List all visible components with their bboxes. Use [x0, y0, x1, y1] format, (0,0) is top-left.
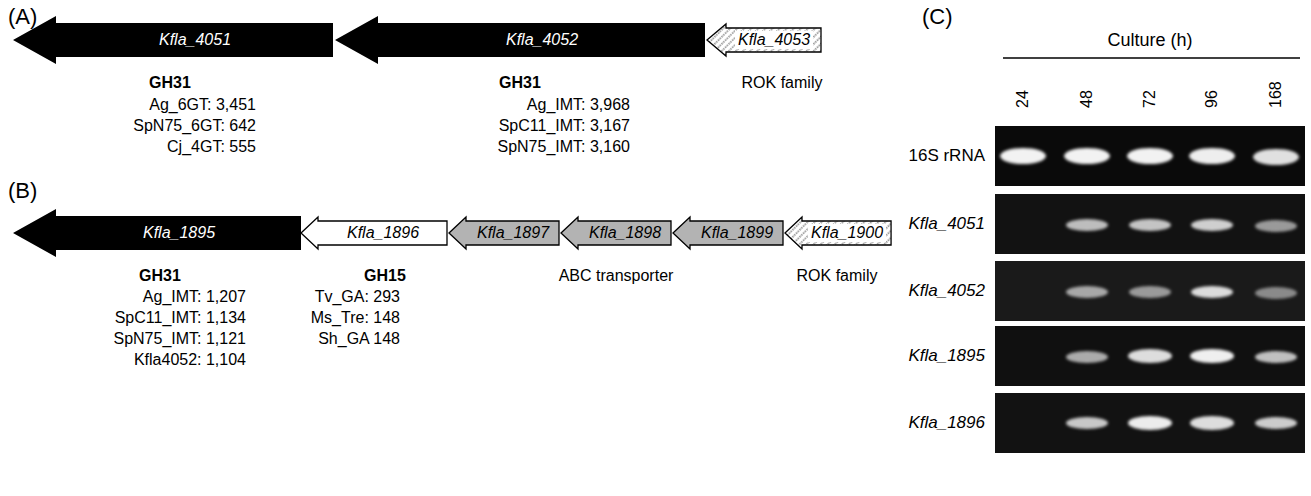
gel-band [1066, 286, 1108, 298]
homology-score: SpN75_IMT: 3,160 [497, 138, 630, 156]
arrow-shape [13, 209, 301, 257]
gene-arrow: Kfla_1898 [560, 216, 672, 250]
arrow-shape [301, 217, 447, 249]
gene-label: Kfla_1895 [143, 224, 215, 242]
panel-label: (C) [922, 4, 953, 29]
gel-band [1066, 351, 1108, 363]
domain-family: GH15 [364, 267, 406, 285]
panel-label: (A) [8, 4, 37, 29]
axis-bracket [1003, 57, 1300, 59]
gel-band [1190, 349, 1234, 363]
gene-arrow: Kfla_1900 [784, 216, 892, 250]
gel-band [1066, 219, 1108, 231]
gene-arrow: Kfla_1896 [300, 216, 448, 250]
homology-score: Ms_Tre: 148 [311, 309, 400, 327]
domain-family: GH31 [499, 74, 541, 92]
gel-band [1129, 219, 1171, 231]
row-label: Kfla_1895 [908, 346, 985, 366]
panel-label: (B) [8, 178, 37, 203]
homology-score: Cj_4GT: 555 [167, 138, 256, 156]
gel-band [1190, 416, 1234, 430]
homology-score: Ag_6GT: 3,451 [149, 96, 256, 114]
arrow-shape [673, 217, 783, 249]
gel-band [1255, 220, 1297, 232]
arrow-shape [707, 24, 821, 56]
homology-score: SpC11_IMT: 1,134 [115, 309, 246, 327]
domain-family: GH31 [149, 74, 191, 92]
time-label: 48 [1078, 90, 1096, 108]
gel-band [1255, 417, 1297, 429]
gene-label: Kfla_1899 [701, 224, 773, 242]
arrow-shape [785, 217, 891, 249]
gene-arrow: Kfla_1899 [672, 216, 784, 250]
row-label: 16S rRNA [908, 146, 985, 166]
homology-score: Sh_GA 148 [318, 330, 400, 348]
gene-annotation: ABC transporter [559, 267, 674, 285]
gel-strip [995, 261, 1305, 321]
gel-band [1000, 148, 1046, 164]
gel-strip [995, 326, 1305, 386]
homology-score: SpN75_IMT: 1,121 [113, 330, 246, 348]
arrow-shape [561, 217, 671, 249]
gene-label: Kfla_4052 [506, 31, 578, 49]
homology-score: SpN75_6GT: 642 [133, 117, 256, 135]
arrow-shape [449, 217, 559, 249]
homology-score: Ag_IMT: 3,968 [527, 96, 630, 114]
time-label: 168 [1267, 81, 1285, 108]
row-label: Kfla_4051 [908, 214, 985, 234]
gel-band [1191, 219, 1233, 231]
gene-arrow: Kfla_1897 [448, 216, 560, 250]
gel-band [1064, 148, 1110, 164]
homology-score: SpC11_IMT: 3,167 [499, 117, 630, 135]
gel-strip [995, 126, 1305, 186]
gel-band [1129, 286, 1171, 298]
gel-band [1127, 148, 1173, 164]
gene-arrow: Kfla_1895 [12, 208, 302, 258]
gel-strip [995, 194, 1305, 254]
time-label: 24 [1014, 90, 1032, 108]
gene-label: Kfla_1896 [347, 224, 419, 242]
time-label: 72 [1141, 90, 1159, 108]
gel-band [1253, 149, 1299, 165]
gel-band [1255, 287, 1297, 299]
gel-band [1128, 416, 1172, 430]
row-label: Kfla_4052 [908, 281, 985, 301]
arrow-shape [13, 16, 333, 64]
gel-band [1255, 351, 1297, 363]
gene-label: Kfla_4051 [159, 31, 231, 49]
gene-arrow: Kfla_4053 [706, 23, 822, 57]
gel-band [1128, 349, 1172, 363]
gene-arrow: Kfla_4051 [12, 15, 334, 65]
homology-score: Ag_IMT: 1,207 [143, 288, 246, 306]
gene-label: Kfla_1900 [808, 224, 886, 242]
gene-label: Kfla_1898 [589, 224, 661, 242]
gene-label: Kfla_4053 [735, 31, 813, 49]
gene-annotation: ROK family [742, 74, 823, 92]
homology-score: Kfla4052: 1,104 [134, 351, 246, 369]
gel-band [1066, 417, 1108, 429]
gene-annotation: ROK family [797, 267, 878, 285]
axis-title: Culture (h) [1107, 30, 1192, 51]
homology-score: Tv_GA: 293 [315, 288, 400, 306]
gene-arrow: Kfla_4052 [334, 15, 706, 65]
gel-strip [995, 393, 1305, 453]
gel-band [1189, 148, 1235, 164]
gene-label: Kfla_1897 [477, 224, 549, 242]
arrow-shape [335, 16, 705, 64]
domain-family: GH31 [139, 267, 181, 285]
gel-band [1191, 286, 1233, 298]
row-label: Kfla_1896 [908, 413, 985, 433]
time-label: 96 [1203, 90, 1221, 108]
